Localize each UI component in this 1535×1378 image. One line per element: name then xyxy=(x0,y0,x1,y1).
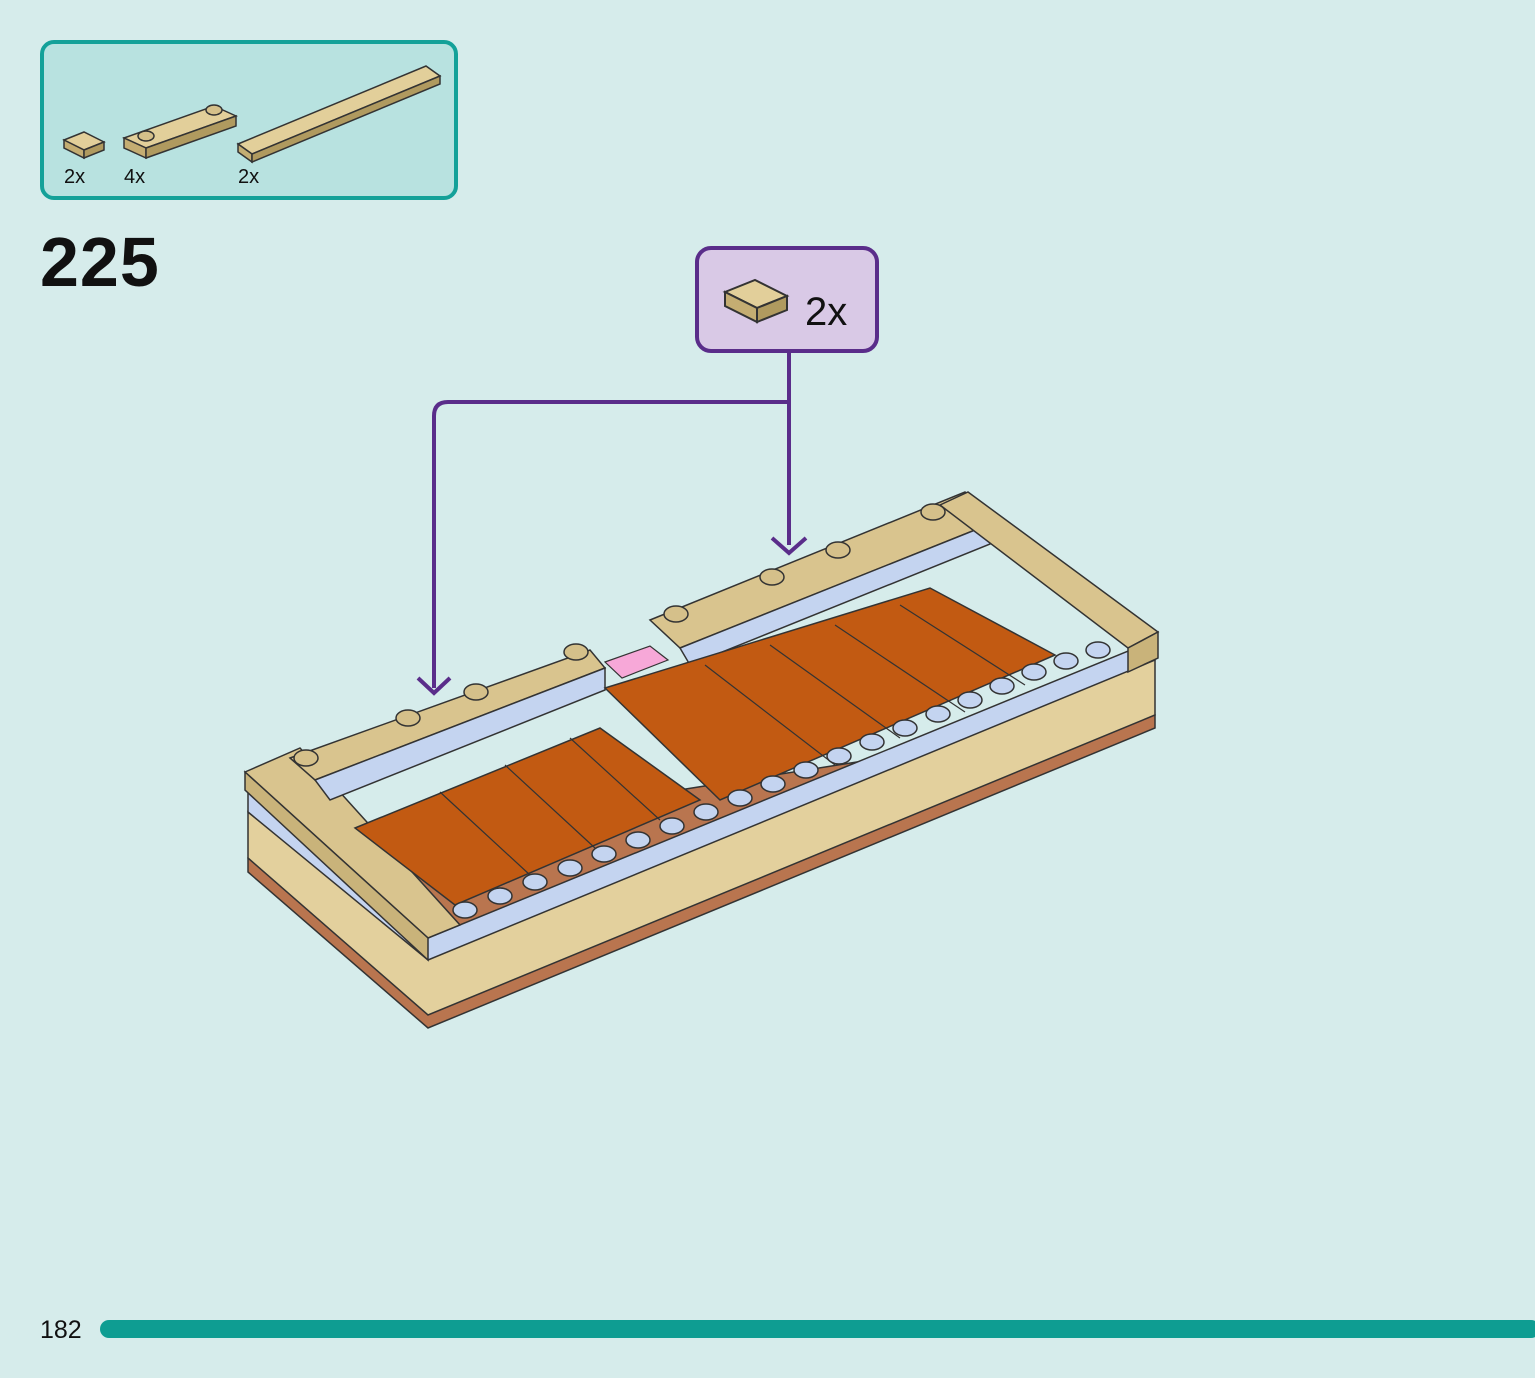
back-studs xyxy=(293,503,946,767)
part-count: 2x xyxy=(64,166,86,188)
pink-tile xyxy=(603,645,670,679)
plate-1x4-tan-icon xyxy=(122,104,238,160)
step-number: 225 xyxy=(40,223,160,301)
front-studs xyxy=(452,641,1111,919)
callout-count: 2x xyxy=(805,290,848,334)
orange-floor-left xyxy=(353,727,702,906)
pointer-lines xyxy=(416,353,808,696)
page-number: 182 xyxy=(40,1316,82,1344)
parts-list-box: 2x 4x 2x xyxy=(40,40,458,200)
tile-1x8-tan-icon xyxy=(236,65,442,164)
tile-1x1-tan-icon xyxy=(62,131,106,160)
part-count: 4x xyxy=(124,166,146,188)
callout-box: 2x xyxy=(695,246,879,353)
progress-bar xyxy=(100,1320,1535,1338)
part-count: 2x xyxy=(238,166,260,188)
tile-1x1-tan-icon xyxy=(722,278,790,324)
orange-floor-right xyxy=(603,587,1057,801)
